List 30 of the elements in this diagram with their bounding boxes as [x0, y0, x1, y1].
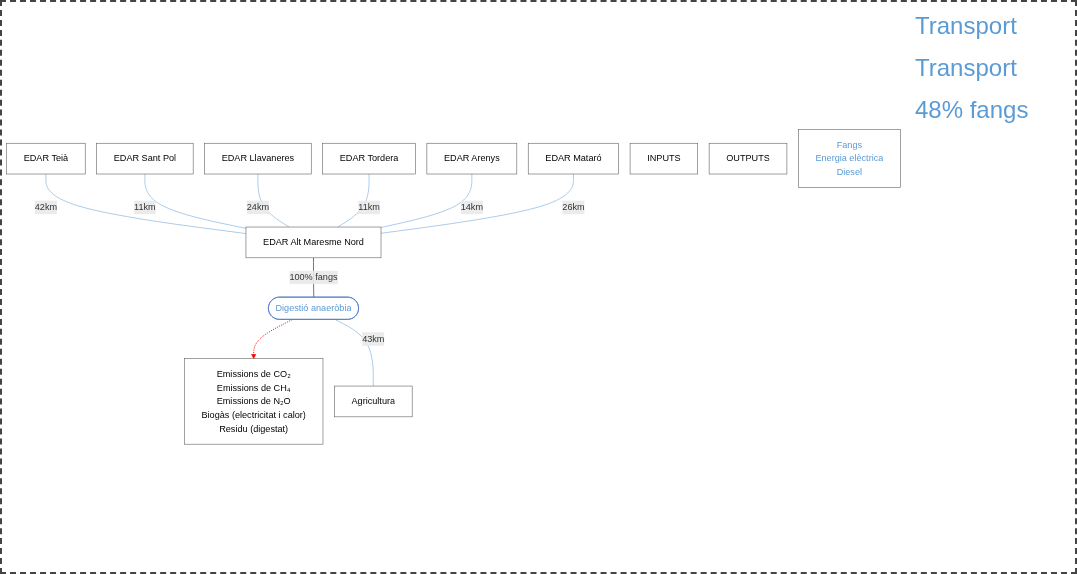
connector — [144, 173, 247, 229]
node-box: EDAR Sant Pol — [96, 143, 194, 175]
node-box: INPUTS — [629, 143, 698, 175]
node-box: Agricultura — [334, 385, 413, 418]
note-text: 48% fangs — [915, 96, 1030, 124]
node-box: OUTPUTS — [708, 143, 788, 175]
note-text: Transport — [915, 12, 1018, 40]
connector — [334, 319, 374, 387]
connector — [380, 173, 473, 228]
node-box: EDAR Teià — [6, 143, 86, 175]
node-box: EDAR Llavaneres — [204, 143, 312, 175]
node-box: EDAR Tordera — [322, 143, 416, 175]
edge-label: 14km — [460, 202, 483, 213]
connector — [257, 173, 290, 228]
node-box: EDAR Mataró — [527, 143, 619, 175]
node-box: Emissions de CO₂ Emissions de CH₄ Emissions de N₂O Biogàs (electricitat i calor) Residu (digestat) — [184, 358, 324, 445]
connector — [380, 173, 574, 234]
edge-label: 42km — [34, 202, 58, 213]
note-text: Transport — [915, 54, 1018, 82]
edge-label: 24km — [246, 202, 270, 213]
node-box: EDAR Arenys — [426, 143, 518, 175]
edge-label: 26km — [562, 202, 585, 213]
edge-label: 43km — [362, 334, 385, 344]
connector — [337, 173, 370, 228]
edge-label: 11km — [134, 202, 156, 213]
node-box: Fangs Energia elèctrica Diesel — [798, 129, 901, 189]
node-box: EDAR Alt Maresme Nord — [245, 226, 382, 259]
edge-label: 100% fangs — [289, 272, 338, 283]
edge-label: 11km — [358, 202, 380, 213]
connector — [45, 173, 247, 235]
